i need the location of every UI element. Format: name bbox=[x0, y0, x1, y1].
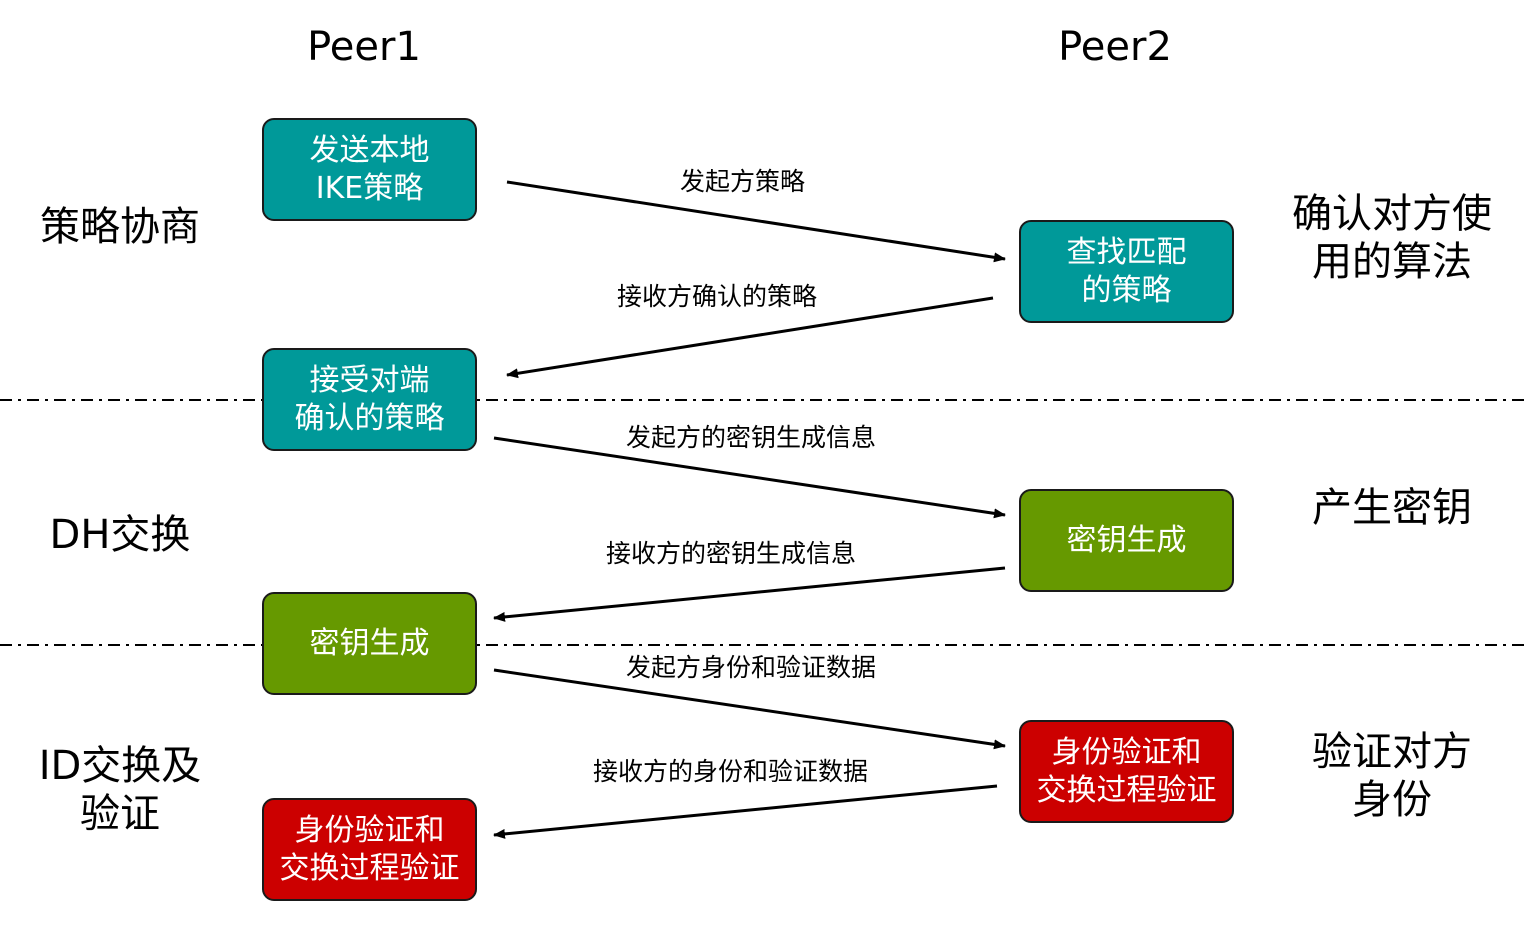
phase-label-dh: DH交换 bbox=[49, 512, 191, 558]
phase-label-policy: 策略协商 bbox=[40, 204, 200, 250]
peer1-key-gen-box: 密钥生成 bbox=[262, 592, 477, 695]
message-initiator-identity: 发起方身份和验证数据 bbox=[626, 653, 877, 682]
message-responder-keying: 接收方的密钥生成信息 bbox=[606, 539, 857, 568]
peer2-title: Peer2 bbox=[1058, 24, 1172, 70]
arrow-m1 bbox=[506, 180, 1006, 263]
arrow-m5 bbox=[493, 668, 1006, 750]
message-responder-identity: 接收方的身份和验证数据 bbox=[593, 757, 869, 786]
message-initiator-keying: 发起方的密钥生成信息 bbox=[626, 423, 877, 452]
arrow-m2 bbox=[506, 296, 994, 379]
message-responder-confirmed-policy: 接收方确认的策略 bbox=[617, 282, 818, 311]
arrow-m6 bbox=[493, 784, 998, 839]
message-initiator-policy: 发起方策略 bbox=[680, 167, 806, 196]
peer2-match-policy-box: 查找匹配 的策略 bbox=[1019, 220, 1234, 323]
outcome-label-dh: 产生密钥 bbox=[1312, 485, 1472, 531]
arrow-m4 bbox=[493, 566, 1006, 622]
peer1-send-policy-box: 发送本地 IKE策略 bbox=[262, 118, 477, 221]
peer1-accept-policy-box: 接受对端 确认的策略 bbox=[262, 348, 477, 451]
peer1-auth-box: 身份验证和 交换过程验证 bbox=[262, 798, 477, 901]
arrow-m3 bbox=[493, 436, 1006, 519]
phase-label-id: ID交换及 验证 bbox=[38, 743, 202, 837]
outcome-label-id: 验证对方 身份 bbox=[1312, 729, 1472, 823]
peer2-auth-box: 身份验证和 交换过程验证 bbox=[1019, 720, 1234, 823]
peer2-key-gen-box: 密钥生成 bbox=[1019, 489, 1234, 592]
outcome-label-policy: 确认对方使 用的算法 bbox=[1292, 191, 1492, 285]
peer1-title: Peer1 bbox=[307, 24, 421, 70]
